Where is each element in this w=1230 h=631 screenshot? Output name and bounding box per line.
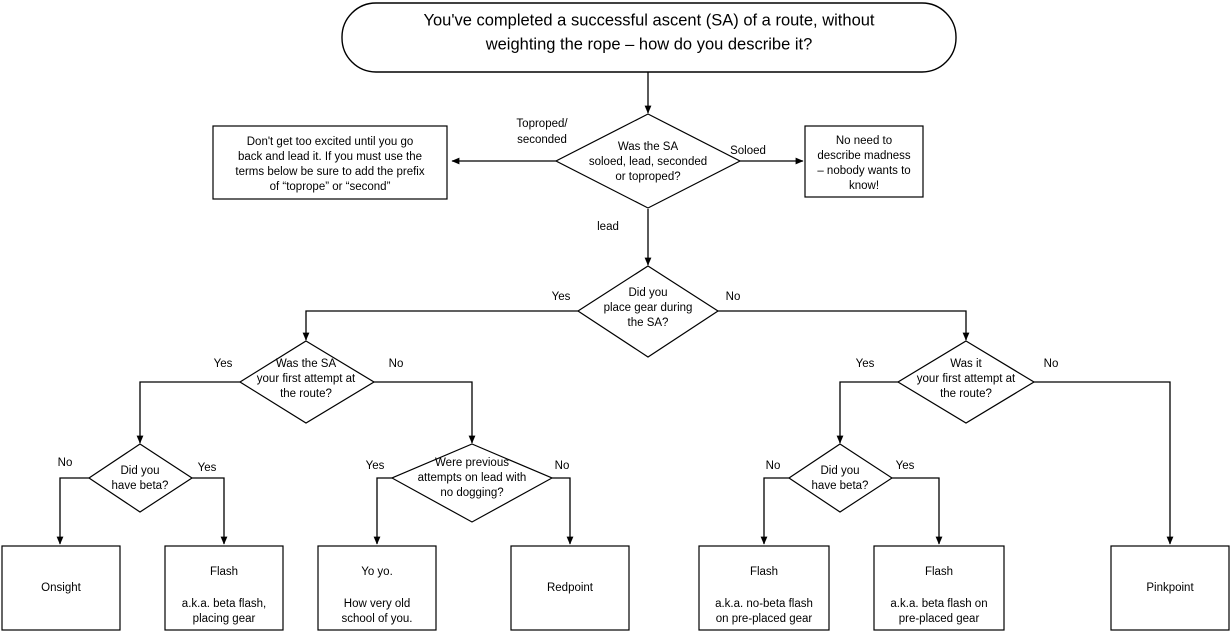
edge-label-sport-yes: Yes — [856, 358, 875, 370]
edge-label-sport-no: No — [1044, 358, 1059, 370]
node-start[interactable]: You've completed a successful ascent (SA… — [341, 2, 957, 73]
node-box-soloed-madness[interactable]: No need to describe madness – nobody wan… — [804, 125, 924, 198]
node-box-flash-beta-placing-gear[interactable]: Flash a.k.a. beta flash, placing gear — [164, 545, 284, 631]
flash-placing-gear-line-1: a.k.a. beta flash, — [182, 598, 266, 610]
connector-beta-sport-yes-to-flash-beta — [892, 477, 943, 545]
toproped-advice-line-4: of “toprope” or “second” — [270, 181, 391, 193]
edge-label-trad-yes: Yes — [214, 358, 233, 370]
ascent-style-line-2: soloed, lead, seconded — [589, 156, 707, 168]
flash-placing-gear-heading: Flash — [210, 566, 238, 578]
soloed-madness-line-4: know! — [849, 180, 879, 192]
connector-sport-yes-to-beta — [836, 381, 898, 444]
previous-attempts-line-1: Were previous — [435, 457, 509, 469]
placed-gear-line-1: Did you — [629, 287, 668, 299]
connector-beta-trad-yes-to-flash — [192, 477, 228, 545]
toproped-advice-line-2: back and lead it. If you must use the — [238, 151, 422, 163]
node-box-onsight[interactable]: Onsight — [1, 545, 121, 631]
edge-label-toproped-line1: Toproped/ — [516, 118, 568, 130]
edge-label-gear-yes: Yes — [552, 291, 571, 303]
connector-gear-yes-to-first-attempt-trad — [302, 310, 578, 341]
edge-label-beta-sport-no: No — [766, 460, 781, 472]
flash-beta-preplaced-heading: Flash — [925, 566, 953, 578]
onsight-heading: Onsight — [41, 582, 81, 594]
edge-label-gear-no: No — [726, 291, 741, 303]
redpoint-heading: Redpoint — [547, 582, 594, 594]
connector-trad-yes-to-beta — [136, 381, 240, 444]
node-decision-first-attempt-trad[interactable]: Was the SA your first attempt at the rou… — [238, 340, 376, 424]
beta-sport-line-2: have beta? — [812, 480, 869, 492]
connector-gear-no-to-first-attempt-sport — [718, 310, 970, 341]
edge-label-layer: Toproped/ seconded Soloed lead Yes No Ye… — [58, 118, 1059, 474]
edge-label-beta-sport-yes: Yes — [896, 460, 915, 472]
first-attempt-trad-line-3: the route? — [280, 388, 332, 400]
placed-gear-line-3: the SA? — [628, 317, 669, 329]
connector-layer — [56, 72, 1174, 545]
toproped-advice-line-3: terms below be sure to add the prefix — [235, 166, 424, 178]
first-attempt-sport-line-2: your first attempt at — [917, 373, 1016, 385]
flash-placing-gear-line-2: placing gear — [193, 613, 256, 625]
flash-beta-preplaced-line-2: pre-placed gear — [899, 613, 980, 625]
beta-trad-line-2: have beta? — [112, 480, 169, 492]
flash-beta-preplaced-line-1: a.k.a. beta flash on — [890, 598, 987, 610]
first-attempt-trad-line-1: Was the SA — [276, 358, 337, 370]
yoyo-heading: Yo yo. — [361, 566, 393, 578]
previous-attempts-line-2: attempts on lead with — [418, 472, 527, 484]
node-box-yoyo[interactable]: Yo yo. How very old school of you. — [317, 545, 437, 631]
placed-gear-line-2: place gear during — [604, 302, 693, 314]
node-box-toproped-advice[interactable]: Don't get too excited until you go back … — [212, 125, 448, 200]
start-line-2: weighting the rope – how do you describe… — [485, 35, 813, 53]
first-attempt-trad-line-2: your first attempt at — [257, 373, 356, 385]
ascent-style-line-1: Was the SA — [618, 141, 679, 153]
connector-previous-yes-to-yoyo — [373, 477, 392, 545]
node-box-pinkpoint[interactable]: Pinkpoint — [1110, 545, 1230, 631]
connector-sport-no-to-pinkpoint — [1034, 381, 1174, 545]
start-line-1: You've completed a successful ascent (SA… — [423, 11, 874, 29]
connector-beta-trad-no-to-onsight — [56, 477, 89, 545]
first-attempt-sport-line-3: the route? — [940, 388, 992, 400]
first-attempt-sport-line-1: Was it — [950, 358, 982, 370]
node-decision-ascent-style[interactable]: Was the SA soloed, lead, seconded or top… — [554, 113, 742, 209]
edge-label-beta-trad-yes: Yes — [198, 462, 217, 474]
beta-sport-line-1: Did you — [821, 465, 860, 477]
node-box-flash-beta-preplaced[interactable]: Flash a.k.a. beta flash on pre-placed ge… — [873, 545, 1005, 631]
node-box-flash-no-beta-preplaced[interactable]: Flash a.k.a. no-beta flash on pre-placed… — [698, 545, 830, 631]
flash-nobeta-line-1: a.k.a. no-beta flash — [715, 598, 813, 610]
flash-nobeta-heading: Flash — [750, 566, 778, 578]
node-decision-first-attempt-sport[interactable]: Was it your first attempt at the route? — [896, 340, 1036, 424]
node-decision-beta-sport[interactable]: Did you have beta? — [787, 443, 894, 513]
node-decision-placed-gear[interactable]: Did you place gear during the SA? — [576, 265, 720, 358]
connector-previous-no-to-redpoint — [552, 477, 574, 545]
soloed-madness-line-2: describe madness — [817, 150, 911, 162]
yoyo-line-2: school of you. — [342, 613, 413, 625]
connector-trad-no-to-previous-attempts — [374, 381, 476, 444]
node-decision-beta-trad[interactable]: Did you have beta? — [87, 443, 194, 513]
previous-attempts-line-3: no dogging? — [440, 487, 503, 499]
pinkpoint-heading: Pinkpoint — [1146, 582, 1194, 594]
flash-nobeta-line-2: on pre-placed gear — [716, 613, 813, 625]
yoyo-line-1: How very old — [344, 598, 410, 610]
edge-label-lead: lead — [597, 221, 619, 233]
toproped-advice-line-1: Don't get too excited until you go — [247, 136, 414, 148]
soloed-madness-line-3: – nobody wants to — [817, 165, 910, 177]
edge-label-previous-no: No — [555, 460, 570, 472]
ascent-style-line-3: or toproped? — [615, 171, 680, 183]
edge-label-soloed: Soloed — [730, 145, 766, 157]
soloed-madness-line-1: No need to — [836, 135, 892, 147]
beta-trad-line-1: Did you — [121, 465, 160, 477]
edge-label-trad-no: No — [389, 358, 404, 370]
edge-label-toproped-line2: seconded — [517, 134, 567, 146]
connector-beta-sport-no-to-flash-nobeta — [760, 477, 789, 545]
node-decision-previous-attempts[interactable]: Were previous attempts on lead with no d… — [390, 443, 554, 523]
edge-label-previous-yes: Yes — [366, 460, 385, 472]
node-box-redpoint[interactable]: Redpoint — [510, 545, 630, 631]
edge-label-beta-trad-no: No — [58, 457, 73, 469]
